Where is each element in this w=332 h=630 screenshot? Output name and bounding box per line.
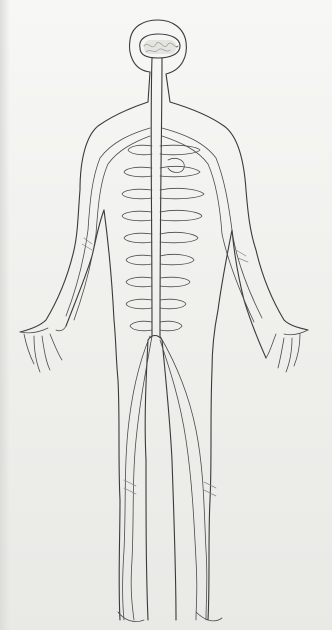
spinal-cord	[151, 58, 162, 336]
brain	[140, 34, 180, 58]
body-outline	[20, 20, 308, 620]
spinal-nerves	[122, 145, 204, 331]
arm-nerves	[66, 128, 262, 322]
leg-nerves	[123, 336, 217, 620]
